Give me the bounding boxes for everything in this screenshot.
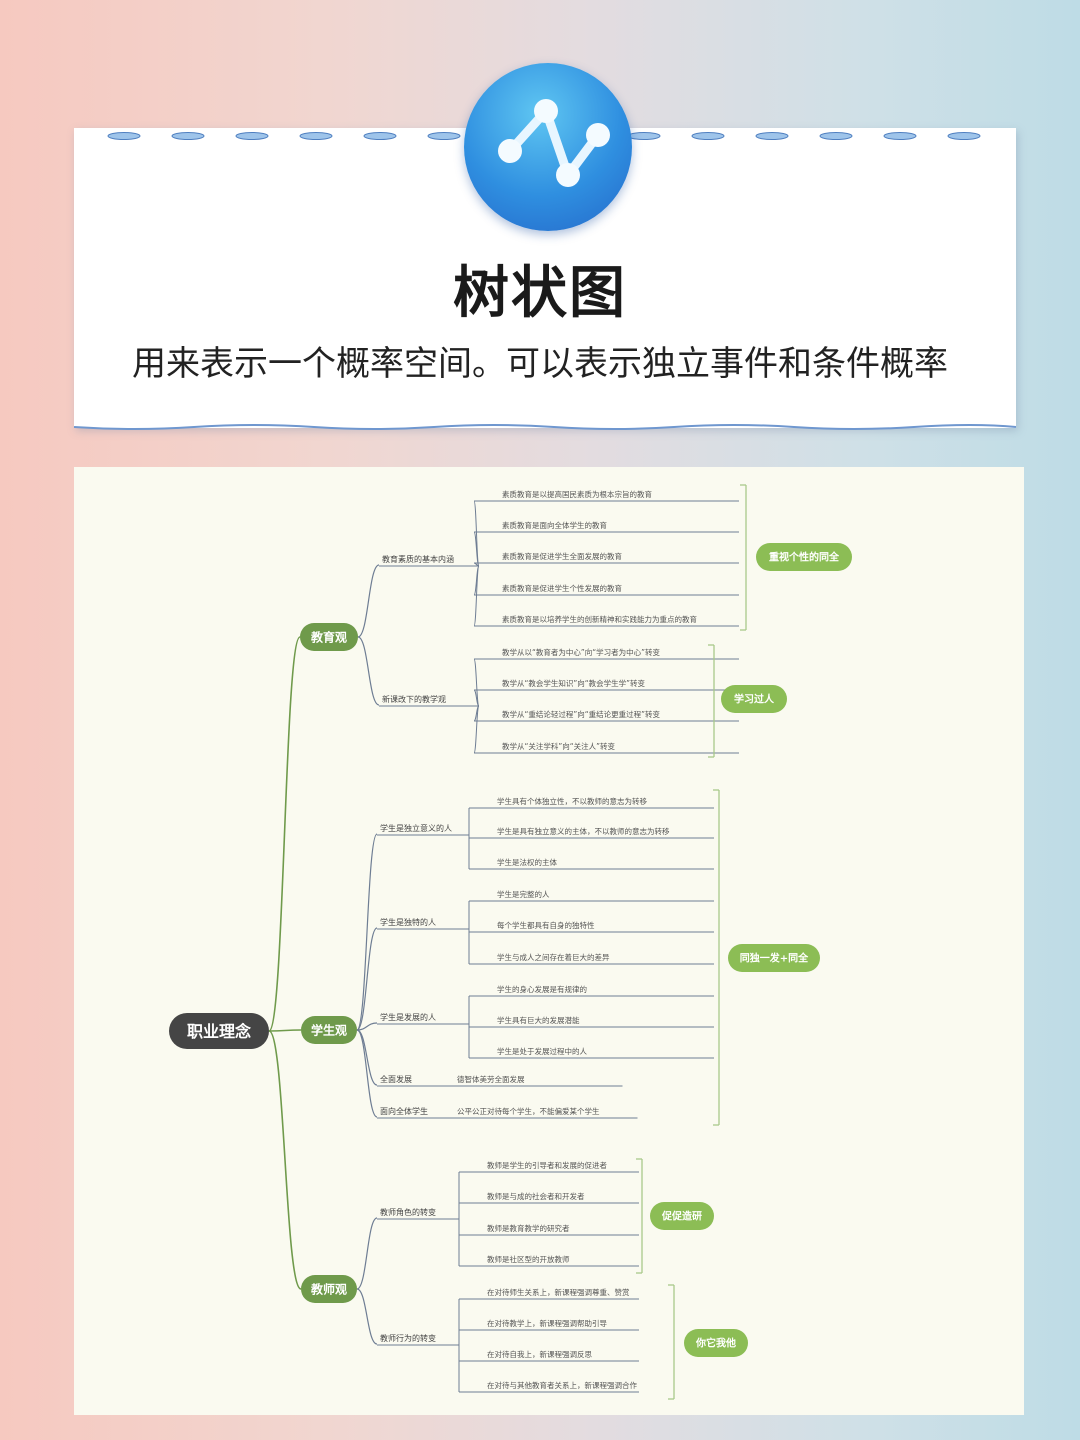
root-node-shape <box>169 1013 269 1049</box>
summary-node-shape <box>650 1202 714 1230</box>
card-bottom-edge <box>74 424 1016 430</box>
group-label: 学生是独特的人 <box>380 917 436 927</box>
group-leaf-connector <box>473 658 480 707</box>
summary-node[interactable]: 你它我他 <box>684 1329 748 1357</box>
summary-node[interactable]: 同独一发+同全 <box>728 944 820 972</box>
summary-node-shape <box>756 543 852 571</box>
branch-node[interactable]: 教育观 <box>300 623 358 651</box>
leaf-label: 教师是与成的社会者和开发者 <box>487 1191 585 1201</box>
branch-group-connector <box>357 636 380 706</box>
summary-node-shape <box>684 1329 748 1357</box>
summary-node-label: 促促造研 <box>661 1210 702 1223</box>
leaf-label: 在对待与其他教育者关系上，新课程强调合作 <box>487 1380 637 1390</box>
leaf-label: 学生与成人之间存在着巨大的差异 <box>497 952 610 962</box>
mindmap-panel: 职业理念教育观教育素质的基本内涵素质教育是以提高国民素质为根本宗旨的教育素质教育… <box>74 467 1024 1415</box>
leaf-label: 在对待自我上，新课程强调反思 <box>487 1349 592 1359</box>
leaf-label: 德智体美劳全面发展 <box>457 1074 525 1084</box>
branch-node[interactable]: 教师观 <box>301 1275 357 1303</box>
leaf-label: 素质教育是促进学生全面发展的教育 <box>502 551 622 561</box>
leaf-label: 学生是法权的主体 <box>497 857 557 867</box>
group-label: 学生是发展的人 <box>380 1012 436 1022</box>
leaf-label: 教师是学生的引导者和发展的促进者 <box>487 1160 607 1170</box>
leaf-label: 学生是完整的人 <box>497 889 550 899</box>
group-label: 教育素质的基本内涵 <box>382 554 454 564</box>
branch-node-shape <box>301 1016 357 1044</box>
leaf-label: 学生是处于发展过程中的人 <box>497 1046 587 1056</box>
mindmap-root-node[interactable]: 职业理念 <box>169 1013 269 1049</box>
group-leaf-connector <box>473 565 480 627</box>
leaf-label: 学生具有个体独立性，不以教师的意志为转移 <box>497 796 647 806</box>
group-leaf-connector <box>473 531 480 567</box>
summary-node-label: 重视个性的同全 <box>769 551 840 564</box>
leaf-label: 每个学生都具有自身的独特性 <box>497 920 595 930</box>
page-subtitle: 用来表示一个概率空间。可以表示独立事件和条件概率 <box>132 344 948 384</box>
summary-node[interactable]: 重视个性的同全 <box>756 543 852 571</box>
group-label: 面向全体学生 <box>380 1106 428 1116</box>
page-title: 树状图 <box>453 261 627 326</box>
leaf-label: 在对待教学上，新课程强调帮助引导 <box>487 1318 607 1328</box>
root-branch-connector <box>268 636 301 1032</box>
summary-node[interactable]: 学习过人 <box>721 685 787 713</box>
leaf-label: 素质教育是以培养学生的创新精神和实践能力为重点的教育 <box>502 614 697 624</box>
branch-node-shape <box>301 1275 357 1303</box>
branch-group-connector <box>356 1288 378 1345</box>
branch-group-connector <box>356 833 378 1031</box>
branch-node-label: 教师观 <box>310 1281 347 1296</box>
summary-node-label: 同独一发+同全 <box>740 952 809 965</box>
leaf-label: 素质教育是促进学生个性发展的教育 <box>502 583 622 593</box>
group-leaf-connector <box>473 705 480 754</box>
leaf-label: 教学从“重结论轻过程”向“重结论更重过程”转变 <box>502 709 661 719</box>
leaf-label: 公平公正对待每个学生，不能偏爱某个学生 <box>457 1106 600 1116</box>
branch-group-connector <box>356 1029 378 1118</box>
leaf-label: 教学从“关注学科”向“关注人”转变 <box>502 741 616 751</box>
logo-badge <box>464 63 632 231</box>
leaf-label: 学生的身心发展是有规律的 <box>497 984 587 994</box>
summary-node-label: 你它我他 <box>695 1337 736 1350</box>
root-branch-connector <box>268 1029 302 1032</box>
group-label: 学生是独立意义的人 <box>380 823 452 833</box>
summary-node-shape <box>721 685 787 713</box>
line-chart-nodes-icon <box>498 99 610 187</box>
branch-group-connector <box>356 1022 378 1031</box>
summary-node-label: 学习过人 <box>734 693 775 706</box>
branch-group-connector <box>357 564 380 638</box>
leaf-label: 素质教育是面向全体学生的教育 <box>502 520 607 530</box>
group-label: 全面发展 <box>380 1074 412 1084</box>
branch-group-connector <box>356 927 378 1031</box>
group-label: 新课改下的教学观 <box>382 694 446 704</box>
leaf-label: 在对待师生关系上，新课程强调尊重、赞赏 <box>487 1287 630 1297</box>
leaf-label: 素质教育是以提高国民素质为根本宗旨的教育 <box>502 489 652 499</box>
group-label: 教师角色的转变 <box>380 1207 436 1217</box>
root-node-label: 职业理念 <box>187 1022 252 1041</box>
mindmap-diagram: 职业理念教育观教育素质的基本内涵素质教育是以提高国民素质为根本宗旨的教育素质教育… <box>169 484 852 1400</box>
leaf-label: 教师是教育教学的研究者 <box>487 1223 570 1233</box>
leaf-label: 教师是社区型的开放教师 <box>487 1254 570 1264</box>
leaf-label: 教学从“教会学生知识”向“教会学生学”转变 <box>502 678 646 688</box>
branch-group-connector <box>356 1217 378 1290</box>
summary-node-shape <box>728 944 820 972</box>
branch-node-label: 教育观 <box>310 629 347 644</box>
leaf-label: 学生具有巨大的发展潜能 <box>497 1015 580 1025</box>
group-label: 教师行为的转变 <box>380 1333 436 1343</box>
branch-node[interactable]: 学生观 <box>301 1016 357 1044</box>
branch-node-label: 学生观 <box>311 1022 347 1037</box>
leaf-label: 教学从以“教育者为中心”向“学习者为中心”转变 <box>502 647 661 657</box>
summary-node[interactable]: 促促造研 <box>650 1202 714 1230</box>
leaf-label: 学生是具有独立意义的主体，不以教师的意志为转移 <box>497 826 670 836</box>
root-branch-connector <box>268 1030 302 1290</box>
branch-node-shape <box>300 623 358 651</box>
